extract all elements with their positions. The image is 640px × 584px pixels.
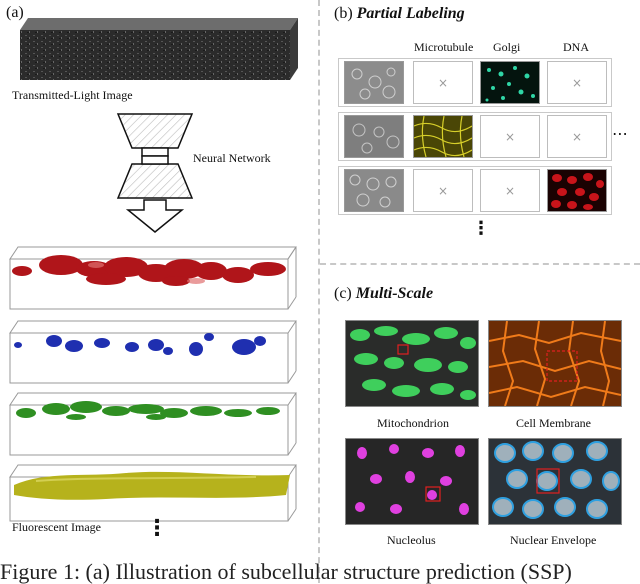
- nuclear-envelope-caption: Nuclear Envelope: [510, 533, 597, 547]
- volume-yellow: [9, 464, 297, 522]
- mitochondrion-image: [345, 320, 479, 407]
- column-header-golgi: Golgi: [493, 40, 521, 54]
- mitochondrion-caption: Mitochondrion: [377, 416, 449, 430]
- panel-b-title: Partial Labeling: [356, 5, 465, 22]
- label-row-2: [338, 112, 612, 161]
- missing-label-tile: ×: [413, 61, 473, 104]
- more-volumes-ellipsis: ⋮: [146, 516, 168, 541]
- column-header-microtubule: Microtubule: [414, 40, 474, 54]
- panel-c-title: Multi-Scale: [355, 285, 434, 302]
- panel-c-label: (c): [334, 285, 352, 302]
- panel-divider-vertical: [318, 0, 320, 583]
- transmitted-light-volume: [20, 18, 298, 80]
- panel-c-heading: (c) Multi-Scale: [334, 286, 433, 302]
- missing-label-tile: ×: [480, 169, 540, 212]
- nucleolus-image: [345, 438, 479, 525]
- missing-label-tile: ×: [413, 169, 473, 212]
- label-row-1: [338, 58, 612, 107]
- input-thumbnail: [344, 169, 404, 212]
- output-image-label: Fluorescent Image: [12, 520, 101, 534]
- neural-network-icon: [116, 113, 194, 233]
- panel-divider-horizontal: [320, 263, 640, 265]
- input-thumbnail: [344, 115, 404, 158]
- dna-thumbnail: [547, 169, 607, 212]
- volume-red: [9, 246, 297, 310]
- input-thumbnail: [344, 61, 404, 104]
- input-image-label: Transmitted-Light Image: [12, 88, 133, 102]
- nuclear-envelope-image: [488, 438, 622, 525]
- more-columns-ellipsis: ⋯: [612, 124, 628, 143]
- volume-blue: [9, 320, 297, 384]
- panel-b-heading: (b) Partial Labeling: [334, 6, 465, 22]
- missing-label-tile: ×: [547, 61, 607, 104]
- network-label: Neural Network: [193, 151, 271, 165]
- volume-green: [9, 392, 297, 456]
- more-rows-ellipsis: ⋮: [472, 218, 490, 239]
- figure-caption: Figure 1: (a) Illustration of subcellula…: [0, 559, 572, 584]
- fluorescent-volumes: [9, 246, 297, 522]
- nucleolus-caption: Nucleolus: [387, 533, 436, 547]
- golgi-thumbnail: [480, 61, 540, 104]
- cell-membrane-image: [488, 320, 622, 407]
- label-row-3: [338, 166, 612, 215]
- panel-a-label: (a): [6, 4, 24, 21]
- panel-b-label: (b): [334, 5, 353, 22]
- microtubule-thumbnail: [413, 115, 473, 158]
- missing-label-tile: ×: [480, 115, 540, 158]
- column-header-dna: DNA: [563, 40, 589, 54]
- cell-membrane-caption: Cell Membrane: [516, 416, 591, 430]
- missing-label-tile: ×: [547, 115, 607, 158]
